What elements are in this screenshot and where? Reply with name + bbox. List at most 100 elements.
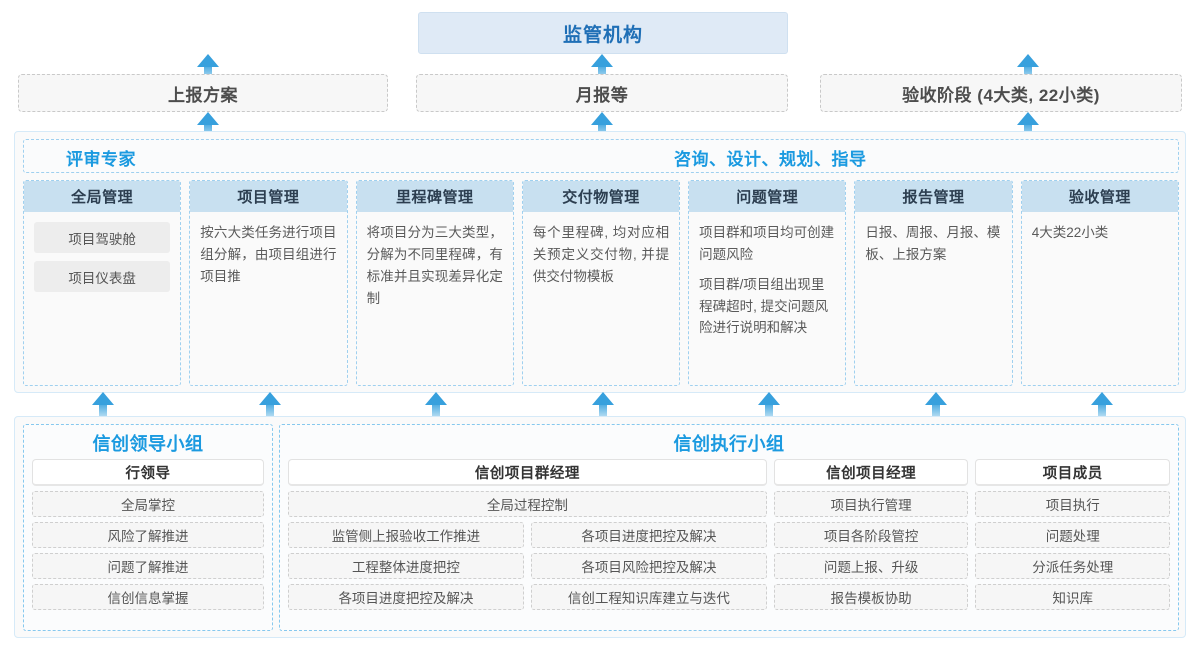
tile-item[interactable]: 问题处理 xyxy=(975,522,1171,548)
group-leadership: 信创领导小组 行领导 全局掌控 风险了解推进 问题了解推进 信创信息掌握 xyxy=(23,424,273,631)
management-card-row: 全局管理 项目驾驶舱 项目仪表盘 项目管理 按六大类任务进行项目组分解，由项目组… xyxy=(23,180,1179,386)
tile-item[interactable]: 项目各阶段管控 xyxy=(773,522,969,548)
arrow-shaft xyxy=(432,402,440,418)
tile-item[interactable]: 项目执行管理 xyxy=(773,491,969,517)
arrow-head xyxy=(197,112,219,125)
arrow-shaft xyxy=(1098,402,1106,418)
arrow-shaft xyxy=(1024,64,1032,80)
arrow-head xyxy=(1017,54,1039,67)
tile-item[interactable]: 信创信息掌握 xyxy=(32,584,264,610)
platform-panel: 评审专家 咨询、设计、规划、指导 全局管理 项目驾驶舱 项目仪表盘 项目管理 按… xyxy=(14,131,1186,393)
arrow-head xyxy=(259,392,281,405)
card-report-management[interactable]: 报告管理 日报、周报、月报、模板、上报方案 xyxy=(854,180,1013,386)
card-body: 每个里程碑, 均对应相关预定义交付物, 并提供交付物模板 xyxy=(523,212,679,385)
arrow-head xyxy=(1017,112,1039,125)
arrow-head xyxy=(1091,392,1113,405)
tile-stack: 项目执行 问题处理 分派任务处理 知识库 xyxy=(975,491,1171,623)
column-head: 信创项目经理 xyxy=(773,459,969,486)
arrow-up-to-card-7 xyxy=(1091,392,1113,418)
arrow-up-to-card-5 xyxy=(758,392,780,418)
tile-item[interactable]: 信创工程知识库建立与迭代 xyxy=(530,584,767,610)
arrow-up-to-card-1 xyxy=(92,392,114,418)
tile-item[interactable]: 问题了解推进 xyxy=(32,553,264,579)
card-milestone-management[interactable]: 里程碑管理 将项目分为三大类型，分解为不同里程碑，有标准并且实现差异化定制 xyxy=(355,180,514,386)
report-box-monthly-report: 月报等 xyxy=(416,74,788,112)
arrow-head xyxy=(92,392,114,405)
arrow-up-to-card-2 xyxy=(259,392,281,418)
group-title: 信创领导小组 xyxy=(92,434,204,454)
arrow-up-to-regulator-right xyxy=(1017,54,1039,80)
group-title: 信创执行小组 xyxy=(673,434,785,454)
card-title: 交付物管理 xyxy=(522,181,680,212)
card-title: 里程碑管理 xyxy=(356,181,513,212)
tile-row: 各项目进度把控及解决 信创工程知识库建立与迭代 xyxy=(288,584,767,610)
card-title: 项目管理 xyxy=(190,181,347,212)
card-issue-management[interactable]: 问题管理 项目群和项目均可创建问题风险 项目群/项目组出现里程碑超时, 提交问题… xyxy=(688,180,847,386)
arrow-up-to-report-mid xyxy=(591,112,613,138)
card-body: 将项目分为三大类型，分解为不同里程碑，有标准并且实现差异化定制 xyxy=(357,212,513,385)
arrow-up-to-report-left xyxy=(197,112,219,138)
column-project-manager: 信创项目经理 项目执行管理 项目各阶段管控 问题上报、升级 报告模板协助 xyxy=(773,459,969,623)
pill-item[interactable]: 项目仪表盘 xyxy=(34,261,171,292)
card-paragraph: 按六大类任务进行项目组分解，由项目组进行项目推 xyxy=(200,225,337,284)
card-body: 按六大类任务进行项目组分解，由项目组进行项目推 xyxy=(190,212,346,385)
arrow-shaft xyxy=(765,402,773,418)
card-body: 项目驾驶舱 项目仪表盘 xyxy=(24,212,180,385)
arrow-up-to-card-3 xyxy=(425,392,447,418)
arrow-up-to-card-4 xyxy=(592,392,614,418)
card-paragraph: 项目群/项目组出现里程碑超时, 提交问题风险进行说明和解决 xyxy=(699,276,829,336)
card-project-management[interactable]: 项目管理 按六大类任务进行项目组分解，由项目组进行项目推 xyxy=(189,180,348,386)
tile-item[interactable]: 各项目风险把控及解决 xyxy=(530,553,767,579)
arrow-shaft xyxy=(598,64,606,80)
role-label-consulting: 咨询、设计、规划、指导 xyxy=(674,150,867,169)
card-paragraph: 日报、周报、月报、模板、上报方案 xyxy=(865,225,1001,262)
tile-item[interactable]: 知识库 xyxy=(975,584,1171,610)
report-box-acceptance-stage: 验收阶段 (4大类, 22小类) xyxy=(820,74,1182,112)
tile-item[interactable]: 全局掌控 xyxy=(32,491,264,517)
arrow-head xyxy=(425,392,447,405)
tile-item-full-width[interactable]: 全局过程控制 xyxy=(288,491,767,517)
tile-stack: 全局过程控制 监管侧上报验收工作推进 各项目进度把控及解决 工程整体进度把控 各… xyxy=(288,491,767,623)
tile-item[interactable]: 分派任务处理 xyxy=(975,553,1171,579)
card-paragraph: 将项目分为三大类型，分解为不同里程碑，有标准并且实现差异化定制 xyxy=(366,225,503,306)
arrow-shaft xyxy=(598,122,606,138)
column-head: 行领导 xyxy=(32,459,264,486)
roles-bar: 评审专家 咨询、设计、规划、指导 xyxy=(23,139,1179,173)
arrow-head xyxy=(758,392,780,405)
card-deliverable-management[interactable]: 交付物管理 每个里程碑, 均对应相关预定义交付物, 并提供交付物模板 xyxy=(521,180,681,386)
arrow-shaft xyxy=(599,402,607,418)
group-columns: 行领导 全局掌控 风险了解推进 问题了解推进 信创信息掌握 xyxy=(32,459,264,623)
tile-item[interactable]: 工程整体进度把控 xyxy=(288,553,524,579)
arrow-up-to-report-right xyxy=(1017,112,1039,138)
tile-item[interactable]: 报告模板协助 xyxy=(773,584,969,610)
column-head: 信创项目群经理 xyxy=(288,459,767,486)
card-title: 报告管理 xyxy=(855,181,1012,212)
pill-item[interactable]: 项目驾驶舱 xyxy=(34,222,171,253)
card-global-management[interactable]: 全局管理 项目驾驶舱 项目仪表盘 xyxy=(23,180,182,386)
tile-item[interactable]: 监管侧上报验收工作推进 xyxy=(288,522,524,548)
arrow-shaft xyxy=(204,64,212,80)
role-label-review-expert: 评审专家 xyxy=(66,150,136,169)
card-paragraph: 项目群和项目均可创建问题风险 xyxy=(699,225,835,262)
tile-item[interactable]: 各项目进度把控及解决 xyxy=(530,522,767,548)
tile-item[interactable]: 问题上报、升级 xyxy=(773,553,969,579)
arrow-head xyxy=(591,112,613,125)
column-bank-leader: 行领导 全局掌控 风险了解推进 问题了解推进 信创信息掌握 xyxy=(32,459,264,623)
card-acceptance-management[interactable]: 验收管理 4大类22小类 xyxy=(1020,180,1179,386)
card-title: 全局管理 xyxy=(24,181,181,212)
tile-stack: 全局掌控 风险了解推进 问题了解推进 信创信息掌握 xyxy=(32,491,264,623)
card-paragraph: 4大类22小类 xyxy=(1031,225,1109,240)
tile-stack: 项目执行管理 项目各阶段管控 问题上报、升级 报告模板协助 xyxy=(773,491,969,623)
tile-item[interactable]: 各项目进度把控及解决 xyxy=(288,584,524,610)
tile-item[interactable]: 项目执行 xyxy=(975,491,1171,517)
column-head: 项目成员 xyxy=(975,459,1171,486)
group-execution: 信创执行小组 信创项目群经理 全局过程控制 监管侧上报验收工作推进 各项目进度把… xyxy=(279,424,1179,631)
card-title: 问题管理 xyxy=(689,181,846,212)
column-project-member: 项目成员 项目执行 问题处理 分派任务处理 知识库 xyxy=(975,459,1171,623)
card-title: 验收管理 xyxy=(1021,181,1178,212)
arrow-shaft xyxy=(266,402,274,418)
regulator-box: 监管机构 xyxy=(418,12,788,54)
tile-item[interactable]: 风险了解推进 xyxy=(32,522,264,548)
column-program-manager: 信创项目群经理 全局过程控制 监管侧上报验收工作推进 各项目进度把控及解决 工程… xyxy=(288,459,767,623)
